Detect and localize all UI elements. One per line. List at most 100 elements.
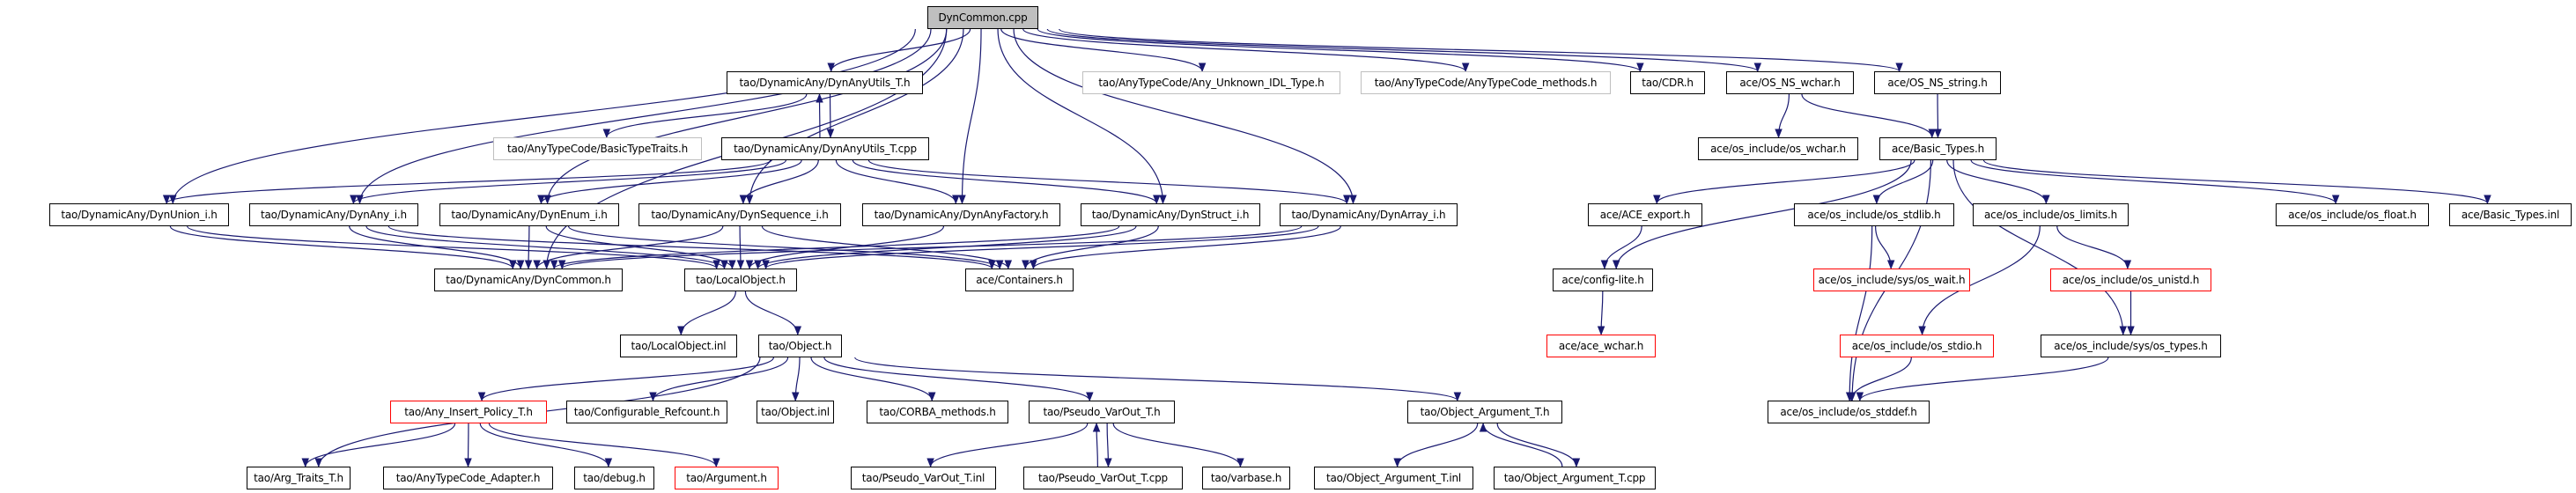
edge-dyncommon-cpp-to-dynstruct bbox=[997, 28, 1167, 205]
node-cdr-h[interactable]: tao/CDR.h bbox=[1630, 71, 1705, 94]
edge-object-h-to-object-inl bbox=[791, 357, 801, 402]
edge-dynanyutils-t-cpp-to-dynsequence bbox=[739, 159, 819, 205]
edge-dyncommon-cpp-to-dynanyutils-t-h bbox=[827, 28, 971, 73]
edge-dynarray-to-localobject-h bbox=[762, 225, 1319, 270]
node-debug-h[interactable]: tao/debug.h bbox=[574, 467, 654, 489]
node-arg-traits[interactable]: tao/Arg_Traits_T.h bbox=[247, 467, 351, 489]
node-object-argument-inl[interactable]: tao/Object_Argument_T.inl bbox=[1314, 467, 1473, 489]
node-os-unistd[interactable]: ace/os_include/os_unistd.h bbox=[2050, 269, 2211, 291]
edge-basic-types-h-to-ace-export bbox=[1653, 159, 1915, 205]
edge-dynanyutils-t-cpp-to-dynstruct bbox=[852, 159, 1161, 205]
edge-basic-types-h-to-os-types bbox=[1952, 159, 2128, 336]
edge-dynanyutils-t-cpp-to-dynunion bbox=[163, 159, 771, 205]
edge-pseudo-varout-h-to-pseudo-varout-inl bbox=[926, 423, 1089, 468]
edge-dyncommon-cpp-to-dynarray bbox=[1013, 28, 1357, 205]
node-config-lite[interactable]: ace/config-lite.h bbox=[1553, 269, 1653, 291]
edge-dynanyutils-t-cpp-to-dynenum bbox=[537, 159, 802, 205]
edge-os-ns-wchar-to-os-wchar bbox=[1775, 93, 1790, 139]
edge-any-insert-policy-to-argument-h bbox=[488, 423, 720, 468]
node-os-stddef[interactable]: ace/os_include/os_stddef.h bbox=[1768, 401, 1930, 423]
edge-dyncommon-cpp-to-dynanyfactory bbox=[958, 28, 982, 205]
edge-os-stdlib-to-os-stddef bbox=[1845, 225, 1873, 402]
node-ace-wchar[interactable]: ace/ace_wchar.h bbox=[1546, 335, 1656, 357]
node-os-float[interactable]: ace/os_include/os_float.h bbox=[2276, 203, 2429, 226]
edge-os-stdlib-to-os-wait bbox=[1875, 225, 1895, 270]
node-dynsequence[interactable]: tao/DynamicAny/DynSequence_i.h bbox=[638, 203, 841, 226]
node-pseudo-varout-cpp[interactable]: tao/Pseudo_VarOut_T.cpp bbox=[1023, 467, 1183, 489]
node-dyncommon-cpp[interactable]: DynCommon.cpp bbox=[927, 6, 1038, 29]
edge-object-h-to-any-insert-policy bbox=[477, 357, 774, 402]
edge-dynanyutils-t-h-to-basictypetraits bbox=[602, 93, 808, 139]
node-os-wait[interactable]: ace/os_include/sys/os_wait.h bbox=[1813, 269, 1970, 291]
edge-localobject-h-to-localobject-inl bbox=[677, 291, 736, 336]
edge-dynarray-to-containers bbox=[1030, 225, 1341, 270]
node-os-stdlib[interactable]: ace/os_include/os_stdlib.h bbox=[1794, 203, 1954, 226]
node-pseudo-varout-h[interactable]: tao/Pseudo_VarOut_T.h bbox=[1029, 401, 1175, 423]
node-object-inl[interactable]: tao/Object.inl bbox=[757, 401, 834, 423]
node-dynany-i[interactable]: tao/DynamicAny/DynAny_i.h bbox=[249, 203, 418, 226]
edge-dynenum-to-containers bbox=[567, 225, 1004, 270]
edge-dynenum-to-dyncommon-h bbox=[524, 225, 533, 270]
node-localobject-inl[interactable]: tao/LocalObject.inl bbox=[620, 335, 737, 357]
edge-pseudo-varout-cpp-to-pseudo-varout-h bbox=[1092, 422, 1101, 467]
edge-dyncommon-cpp-to-os-ns-string bbox=[1059, 28, 1903, 73]
edge-ace-export-to-config-lite bbox=[1600, 225, 1642, 270]
edge-object-h-to-pseudo-varout-h bbox=[823, 357, 1094, 402]
edge-pseudo-varout-h-to-varbase bbox=[1112, 423, 1244, 468]
node-anytypecode-adapter[interactable]: tao/AnyTypeCode_Adapter.h bbox=[383, 467, 553, 489]
node-dynunion[interactable]: tao/DynamicAny/DynUnion_i.h bbox=[49, 203, 229, 226]
edge-dynanyutils-t-cpp-to-dynany-i bbox=[350, 159, 786, 205]
node-dynanyfactory[interactable]: tao/DynamicAny/DynAnyFactory.h bbox=[862, 203, 1060, 226]
node-containers[interactable]: ace/Containers.h bbox=[965, 269, 1074, 291]
node-basic-types-h[interactable]: ace/Basic_Types.h bbox=[1879, 137, 1997, 160]
edge-dynsequence-to-containers bbox=[761, 225, 1013, 270]
node-anytypecode-methods[interactable]: tao/AnyTypeCode/AnyTypeCode_methods.h bbox=[1361, 71, 1611, 94]
edge-dyncommon-cpp-to-any-unknown-idl bbox=[1000, 28, 1207, 73]
edge-basic-types-h-to-config-lite bbox=[1612, 159, 1912, 270]
node-varbase[interactable]: tao/varbase.h bbox=[1202, 467, 1290, 489]
node-localobject-h[interactable]: tao/LocalObject.h bbox=[684, 269, 797, 291]
node-os-ns-wchar[interactable]: ace/OS_NS_wchar.h bbox=[1726, 71, 1854, 94]
node-configurable-refcount[interactable]: tao/Configurable_Refcount.h bbox=[566, 401, 727, 423]
node-any-unknown-idl[interactable]: tao/AnyTypeCode/Any_Unknown_IDL_Type.h bbox=[1082, 71, 1340, 94]
node-os-ns-string[interactable]: ace/OS_NS_string.h bbox=[1874, 71, 2001, 94]
node-os-limits[interactable]: ace/os_include/os_limits.h bbox=[1973, 203, 2129, 226]
edge-object-h-to-object-argument-h bbox=[854, 357, 1461, 402]
edge-dynany-i-to-containers bbox=[388, 225, 996, 270]
edge-dyncommon-cpp-to-dynunion bbox=[169, 28, 916, 205]
node-argument-h[interactable]: tao/Argument.h bbox=[675, 467, 779, 489]
node-dynanyutils-t-h[interactable]: tao/DynamicAny/DynAnyUtils_T.h bbox=[727, 71, 923, 94]
edge-object-argument-cpp-to-object-argument-h bbox=[1479, 422, 1563, 467]
node-os-stdio[interactable]: ace/os_include/os_stdio.h bbox=[1840, 335, 1994, 357]
edge-os-stdio-to-os-stddef bbox=[1847, 357, 1912, 402]
edge-any-insert-policy-to-arg-traits bbox=[301, 423, 456, 468]
edge-dynanyutils-t-cpp-to-dynanyfactory bbox=[835, 159, 960, 205]
edge-os-limits-to-os-unistd bbox=[2056, 225, 2132, 270]
node-ace-export[interactable]: ace/ACE_export.h bbox=[1588, 203, 1702, 226]
node-basic-types-inl[interactable]: ace/Basic_Types.inl bbox=[2449, 203, 2572, 226]
node-dynenum[interactable]: tao/DynamicAny/DynEnum_i.h bbox=[439, 203, 619, 226]
node-dyncommon-h[interactable]: tao/DynamicAny/DynCommon.h bbox=[434, 269, 623, 291]
node-object-h[interactable]: tao/Object.h bbox=[758, 335, 842, 357]
edge-basic-types-h-to-os-float bbox=[1970, 159, 2340, 205]
edge-dynunion-to-localobject-h bbox=[187, 225, 720, 270]
edge-dyncommon-cpp-to-os-ns-wchar bbox=[1046, 28, 1761, 73]
node-os-wchar[interactable]: ace/os_include/os_wchar.h bbox=[1698, 137, 1858, 160]
node-object-argument-cpp[interactable]: tao/Object_Argument_T.cpp bbox=[1494, 467, 1656, 489]
edge-basic-types-h-to-basic-types-inl bbox=[1982, 159, 2491, 205]
node-object-argument-h[interactable]: tao/Object_Argument_T.h bbox=[1407, 401, 1562, 423]
node-any-insert-policy[interactable]: tao/Any_Insert_Policy_T.h bbox=[390, 401, 547, 423]
edge-os-ns-wchar-to-basic-types-h bbox=[1801, 93, 1937, 139]
edge-dynarray-to-dyncommon-h bbox=[558, 225, 1303, 270]
edge-object-argument-h-to-object-argument-cpp bbox=[1496, 423, 1581, 468]
node-os-types[interactable]: ace/os_include/sys/os_types.h bbox=[2041, 335, 2221, 357]
node-corba-methods[interactable]: tao/CORBA_methods.h bbox=[867, 401, 1008, 423]
node-dynanyutils-t-cpp[interactable]: tao/DynamicAny/DynAnyUtils_T.cpp bbox=[721, 137, 929, 160]
edge-dynunion-to-dyncommon-h bbox=[169, 225, 517, 270]
node-dynarray[interactable]: tao/DynamicAny/DynArray_i.h bbox=[1280, 203, 1458, 226]
edge-any-insert-policy-to-debug-h bbox=[479, 423, 613, 468]
edge-dyncommon-cpp-to-dynany-i bbox=[356, 28, 932, 205]
node-basictypetraits[interactable]: tao/AnyTypeCode/BasicTypeTraits.h bbox=[493, 137, 702, 160]
node-dynstruct[interactable]: tao/DynamicAny/DynStruct_i.h bbox=[1081, 203, 1260, 226]
node-pseudo-varout-inl[interactable]: tao/Pseudo_VarOut_T.inl bbox=[851, 467, 996, 489]
